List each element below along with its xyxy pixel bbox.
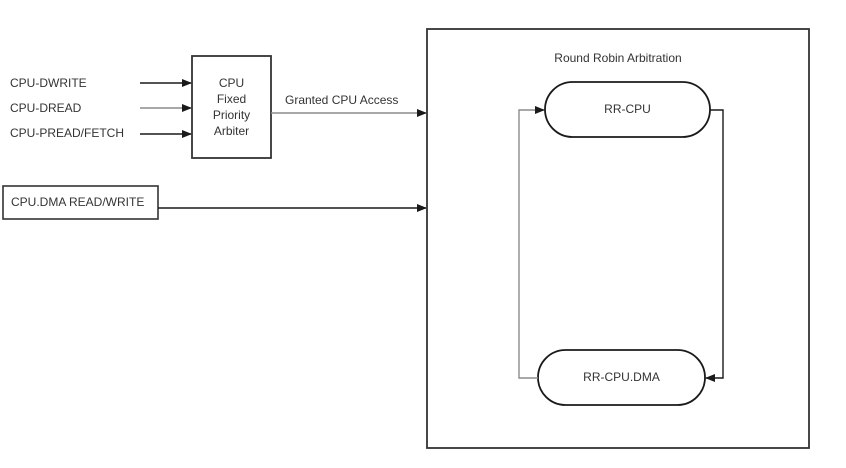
round-robin-title: Round Robin Arbitration: [554, 51, 682, 65]
arbiter-box-shape: [191, 55, 272, 159]
dma-box-label: CPU.DMA READ/WRITE: [11, 195, 145, 210]
rr-cpu-node-label: RR-CPU: [604, 102, 651, 117]
edge-rr-cpu-to-rr-cpu-dma: [705, 109, 724, 382]
input-label-cpu-pread-fetch: CPU-PREAD/FETCH: [10, 126, 125, 140]
arbiter-label-line-1: CPU: [218, 75, 245, 90]
input-label-cpu-dread: CPU-DREAD: [10, 101, 82, 115]
arbiter-box-label: CPU Fixed Priority Arbiter: [192, 56, 271, 158]
input-label-cpu-dwrite: CPU-DWRITE: [10, 76, 87, 90]
rr-cpu-dma-node-label: RR-CPU.DMA: [583, 370, 660, 385]
dma-box-shape: [2, 185, 159, 220]
arbiter-label-line-2: Fixed: [216, 91, 247, 106]
edge-label-granted-cpu-access: Granted CPU Access: [285, 93, 399, 107]
arbiter-label-line-4: Arbiter: [213, 124, 250, 139]
arbiter-label-line-3: Priority: [212, 108, 251, 122]
edge-rr-cpu-dma-to-rr-cpu: [518, 106, 545, 379]
